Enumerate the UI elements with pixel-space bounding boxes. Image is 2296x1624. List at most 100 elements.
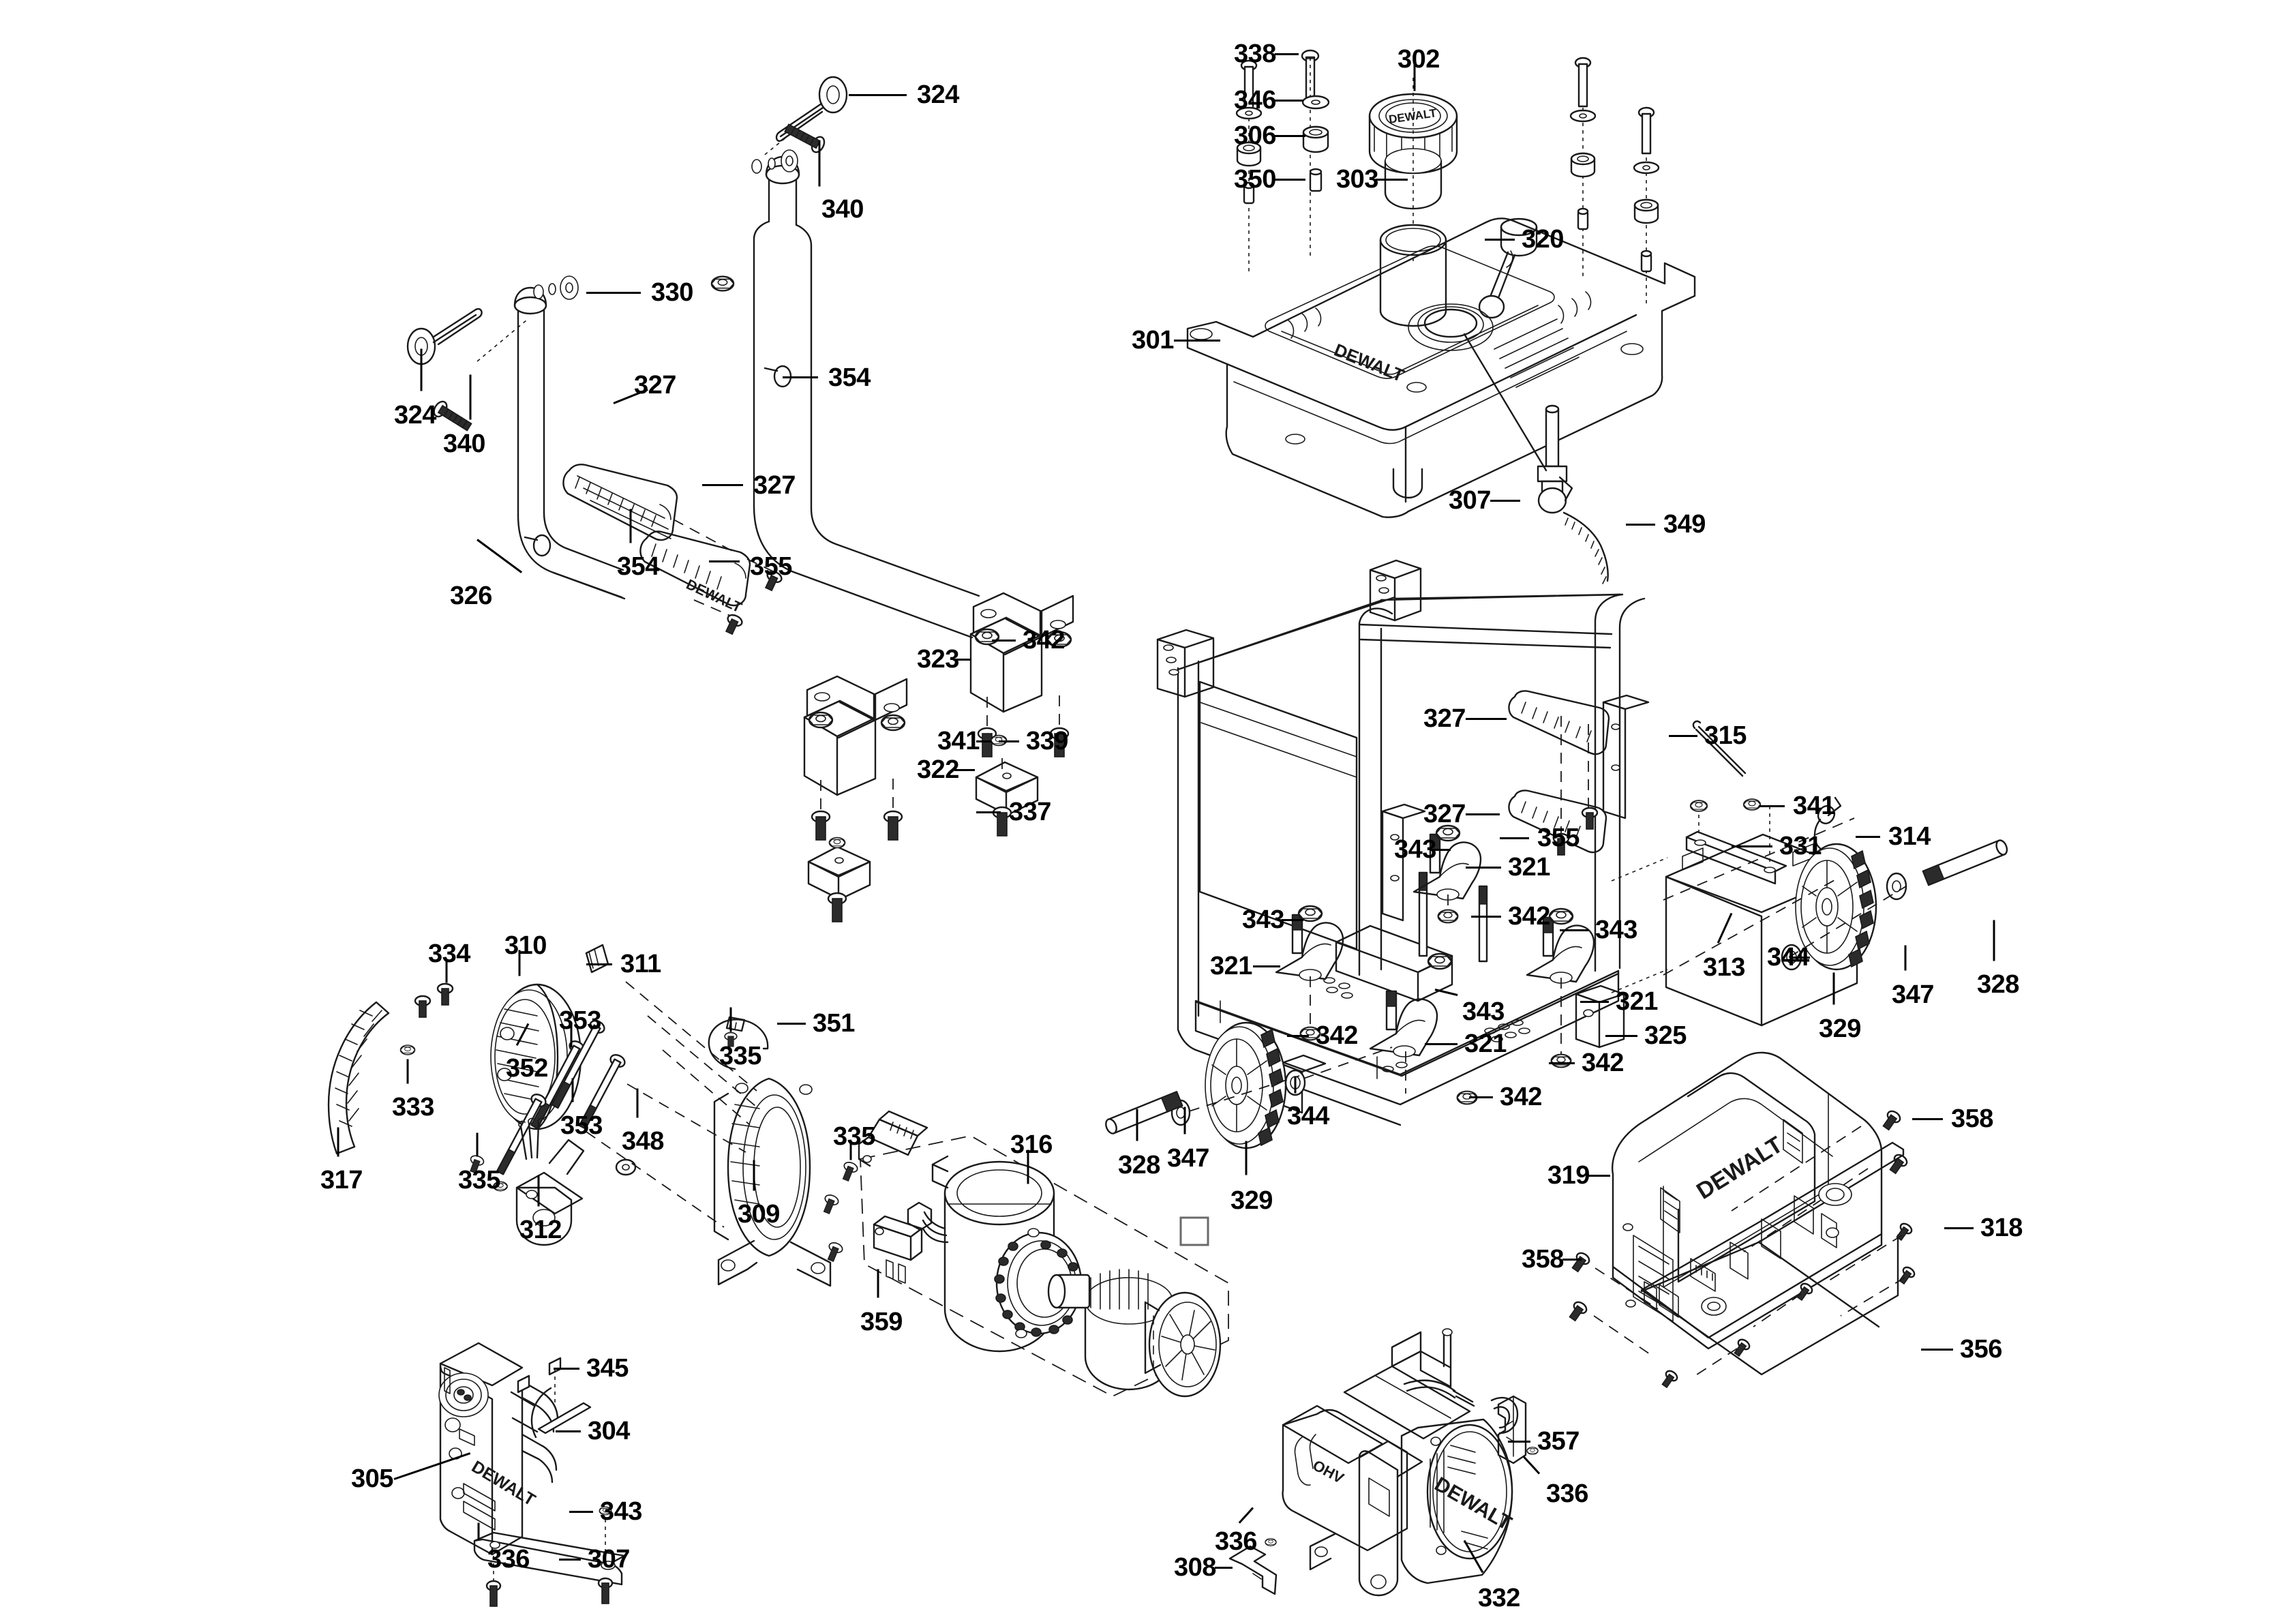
part-callout-357[interactable]: 357 (1537, 1427, 1580, 1456)
part-callout-308[interactable]: 308 (1174, 1553, 1216, 1582)
part-callout-328[interactable]: 328 (1118, 1151, 1160, 1179)
part-callout-322[interactable]: 322 (917, 755, 959, 784)
part-callout-334[interactable]: 334 (428, 939, 470, 968)
leader-line (1275, 135, 1305, 137)
part-callout-337[interactable]: 337 (1009, 798, 1051, 826)
part-callout-307[interactable]: 307 (588, 1545, 630, 1574)
part-callout-301[interactable]: 301 (1132, 326, 1174, 355)
part-callout-313[interactable]: 313 (1703, 953, 1745, 982)
part-callout-347[interactable]: 347 (1892, 980, 1934, 1009)
part-callout-336[interactable]: 336 (1546, 1479, 1588, 1508)
part-callout-342[interactable]: 342 (1508, 902, 1550, 931)
part-callout-354[interactable]: 354 (828, 363, 871, 392)
part-callout-348[interactable]: 348 (622, 1127, 664, 1156)
part-callout-342[interactable]: 342 (1023, 626, 1065, 655)
part-callout-311[interactable]: 311 (620, 950, 661, 978)
part-callout-325[interactable]: 325 (1644, 1021, 1687, 1050)
part-callout-324[interactable]: 324 (394, 401, 436, 430)
part-callout-336[interactable]: 336 (1215, 1527, 1257, 1556)
part-callout-344[interactable]: 344 (1287, 1102, 1329, 1130)
part-callout-343[interactable]: 343 (1394, 835, 1436, 864)
part-callout-321[interactable]: 321 (1464, 1029, 1507, 1058)
part-callout-327[interactable]: 327 (634, 371, 676, 400)
part-callout-355[interactable]: 355 (1537, 824, 1580, 852)
part-callout-321[interactable]: 321 (1616, 987, 1658, 1016)
leader-line (877, 1269, 879, 1298)
part-callout-336[interactable]: 336 (487, 1545, 530, 1574)
part-callout-303[interactable]: 303 (1336, 165, 1378, 194)
part-callout-327[interactable]: 327 (1423, 704, 1466, 733)
part-callout-335[interactable]: 335 (719, 1042, 761, 1070)
part-callout-309[interactable]: 309 (738, 1200, 780, 1229)
part-callout-327[interactable]: 327 (753, 471, 796, 500)
part-callout-343[interactable]: 343 (1462, 997, 1505, 1026)
part-callout-354[interactable]: 354 (617, 552, 659, 581)
part-callout-355[interactable]: 355 (750, 552, 792, 581)
part-callout-320[interactable]: 320 (1522, 225, 1564, 254)
part-callout-343[interactable]: 343 (600, 1497, 642, 1526)
handle-grip-upper (562, 464, 678, 541)
part-callout-317[interactable]: 317 (320, 1166, 363, 1194)
part-callout-346[interactable]: 346 (1234, 86, 1276, 115)
part-callout-318[interactable]: 318 (1980, 1214, 2023, 1242)
leader-line (1183, 1107, 1186, 1134)
leader-line (476, 1132, 479, 1157)
part-callout-314[interactable]: 314 (1888, 822, 1931, 851)
part-callout-343[interactable]: 343 (1242, 905, 1284, 934)
part-callout-302[interactable]: 302 (1398, 45, 1440, 74)
part-callout-321[interactable]: 321 (1210, 952, 1252, 980)
part-callout-319[interactable]: 319 (1547, 1161, 1590, 1190)
part-callout-326[interactable]: 326 (450, 582, 492, 610)
part-callout-353[interactable]: 353 (559, 1006, 601, 1035)
part-callout-341[interactable]: 341 (937, 727, 980, 755)
part-callout-343[interactable]: 343 (1595, 916, 1637, 944)
part-callout-353[interactable]: 353 (560, 1111, 603, 1140)
part-callout-329[interactable]: 329 (1230, 1186, 1273, 1215)
part-callout-358[interactable]: 358 (1951, 1104, 1993, 1133)
part-callout-359[interactable]: 359 (860, 1308, 903, 1336)
leader-line (586, 292, 641, 294)
part-callout-338[interactable]: 338 (1234, 40, 1276, 68)
part-callout-310[interactable]: 310 (504, 931, 547, 960)
part-callout-329[interactable]: 329 (1819, 1014, 1861, 1043)
part-callout-342[interactable]: 342 (1582, 1049, 1624, 1077)
part-callout-305[interactable]: 305 (351, 1464, 393, 1493)
part-callout-340[interactable]: 340 (443, 430, 485, 458)
part-callout-323[interactable]: 323 (917, 645, 959, 674)
part-callout-350[interactable]: 350 (1234, 165, 1276, 194)
part-callout-356[interactable]: 356 (1960, 1335, 2002, 1364)
leader-line (1912, 1118, 1943, 1120)
part-callout-345[interactable]: 345 (586, 1354, 629, 1383)
part-callout-328[interactable]: 328 (1977, 970, 2019, 999)
part-callout-333[interactable]: 333 (392, 1093, 434, 1122)
part-callout-324[interactable]: 324 (917, 80, 959, 109)
part-callout-340[interactable]: 340 (821, 195, 864, 224)
part-callout-316[interactable]: 316 (1010, 1130, 1053, 1159)
part-callout-342[interactable]: 342 (1500, 1083, 1542, 1111)
part-callout-344[interactable]: 344 (1767, 943, 1809, 972)
part-callout-349[interactable]: 349 (1663, 510, 1706, 539)
part-callout-330[interactable]: 330 (651, 278, 693, 307)
part-callout-315[interactable]: 315 (1704, 721, 1747, 750)
part-callout-327[interactable]: 327 (1423, 800, 1466, 828)
part-callout-304[interactable]: 304 (588, 1417, 630, 1445)
leader-line (999, 740, 1019, 742)
part-callout-351[interactable]: 351 (813, 1009, 855, 1038)
leader-line (515, 1023, 530, 1047)
svg-text:OHV: OHV (1310, 1456, 1347, 1487)
part-callout-321[interactable]: 321 (1508, 853, 1550, 882)
part-callout-352[interactable]: 352 (506, 1054, 548, 1083)
part-callout-341[interactable]: 341 (1793, 792, 1835, 820)
part-callout-307[interactable]: 307 (1449, 486, 1491, 515)
part-callout-331[interactable]: 331 (1779, 832, 1822, 860)
part-callout-335[interactable]: 335 (458, 1166, 500, 1194)
part-callout-306[interactable]: 306 (1234, 121, 1276, 150)
part-callout-335[interactable]: 335 (833, 1122, 875, 1151)
part-callout-342[interactable]: 342 (1316, 1021, 1358, 1050)
part-callout-358[interactable]: 358 (1522, 1245, 1564, 1274)
part-callout-347[interactable]: 347 (1167, 1144, 1209, 1173)
part-callout-312[interactable]: 312 (519, 1216, 562, 1244)
part-callout-332[interactable]: 332 (1478, 1584, 1520, 1612)
leader-line (1580, 1001, 1609, 1003)
part-callout-339[interactable]: 339 (1026, 727, 1068, 755)
